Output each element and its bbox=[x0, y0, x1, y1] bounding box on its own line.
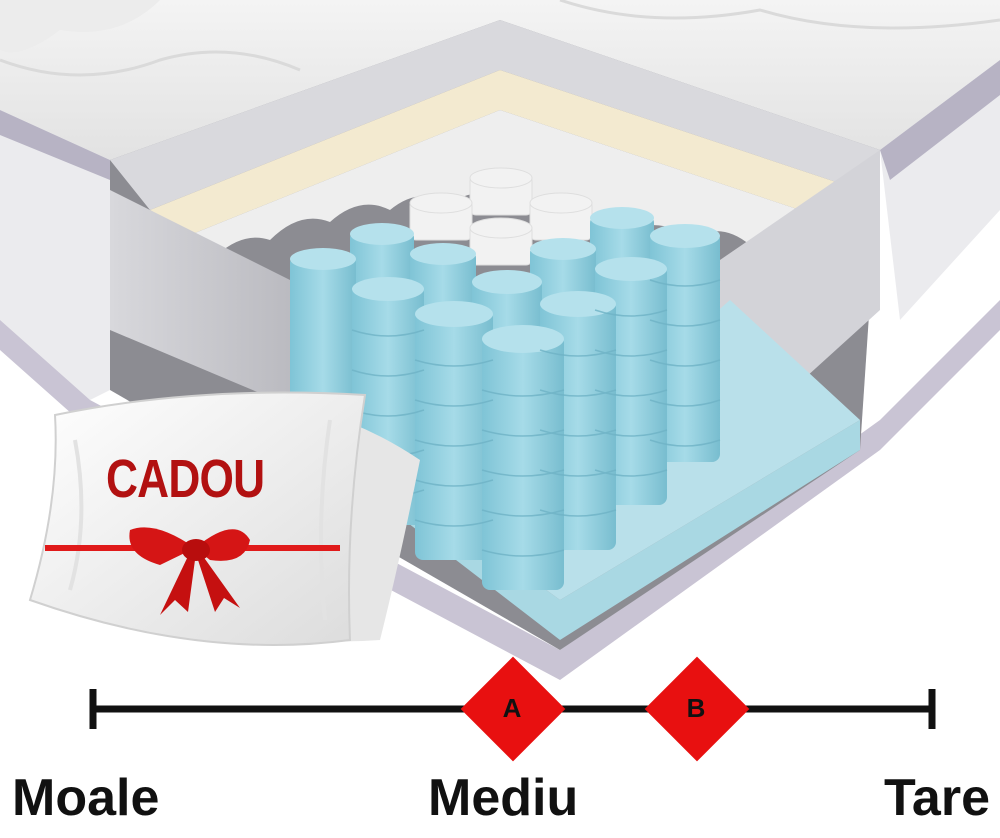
latex-layer bbox=[150, 70, 860, 235]
scale-marker-b bbox=[644, 656, 750, 762]
gift-pillows bbox=[28, 391, 420, 646]
gift-label: CADOU bbox=[106, 449, 265, 509]
firmness-scale bbox=[89, 656, 936, 762]
mattress-side-right bbox=[880, 60, 1000, 320]
label-medium: Mediu bbox=[428, 769, 579, 827]
marker-b-label: B bbox=[686, 693, 706, 723]
mattress-top-cover bbox=[0, 0, 1000, 160]
pocket-springs bbox=[290, 167, 721, 590]
label-firm: Tare bbox=[884, 769, 990, 827]
label-soft: Moale bbox=[12, 769, 160, 827]
marker-a-label: A bbox=[502, 693, 522, 723]
gift-ribbon bbox=[45, 527, 340, 615]
mattress-side-left bbox=[0, 110, 110, 400]
